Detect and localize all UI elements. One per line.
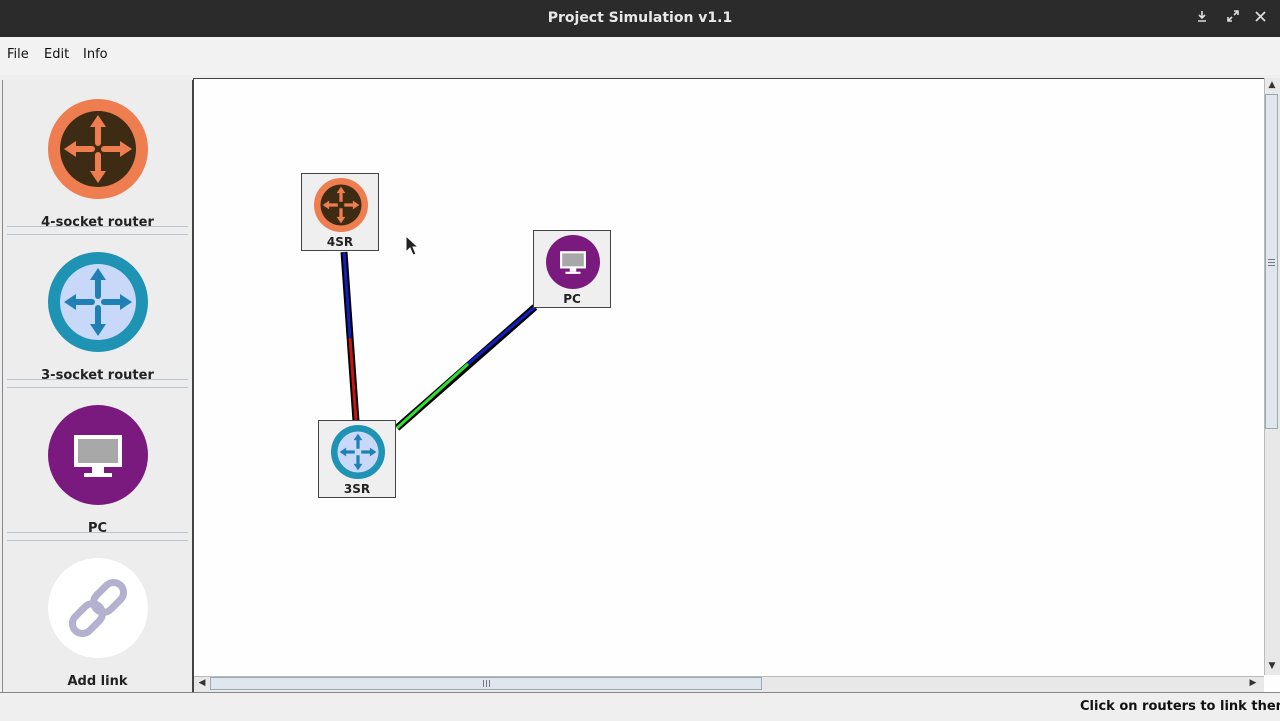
maximize-icon: [1227, 10, 1239, 22]
palette-item-add-link[interactable]: Add link: [3, 539, 192, 692]
status-bar: Click on routers to link them: [0, 692, 1280, 721]
node-label: 4SR: [326, 235, 354, 249]
palette-divider: [7, 532, 188, 533]
four-socket-router-icon: [314, 178, 368, 232]
minimize-icon: [1198, 11, 1206, 22]
menu-info[interactable]: Info: [83, 47, 108, 62]
minimize-button[interactable]: [1189, 0, 1215, 37]
three-socket-router-icon: [48, 252, 148, 352]
window-title: Project Simulation v1.1: [547, 10, 733, 26]
horizontal-scroll-thumb[interactable]: [210, 677, 762, 690]
palette-item-3-socket-router[interactable]: 3-socket router: [3, 233, 192, 386]
palette-divider: [7, 387, 188, 388]
close-button[interactable]: [1247, 0, 1273, 37]
link-4sr-3sr-segment-a[interactable]: [342, 251, 352, 339]
scroll-left-arrow-icon[interactable]: ◀: [198, 678, 206, 688]
link-pc-3sr-segment-b[interactable]: [395, 362, 470, 430]
scroll-down-arrow-icon[interactable]: ▼: [1268, 661, 1276, 671]
menu-file[interactable]: File: [7, 47, 29, 62]
close-icon: [1254, 11, 1266, 22]
palette-divider: [7, 540, 188, 541]
scroll-up-arrow-icon[interactable]: ▲: [1268, 80, 1276, 90]
node-4sr[interactable]: 4SR: [301, 173, 379, 251]
pc-icon: [546, 235, 600, 289]
node-3sr[interactable]: 3SR: [318, 420, 396, 498]
four-socket-router-icon: [48, 99, 148, 199]
link-4sr-3sr-segment-b[interactable]: [348, 337, 358, 422]
palette-label: Add link: [67, 674, 128, 689]
vertical-scroll-thumb[interactable]: [1265, 94, 1278, 429]
title-bar: Project Simulation v1.1: [0, 0, 1280, 37]
link-icon: [48, 558, 148, 658]
node-label: 3SR: [343, 482, 371, 496]
node-label: PC: [563, 292, 581, 306]
menu-bar: File Edit Info: [0, 37, 1280, 75]
palette-divider: [7, 234, 188, 235]
link-pc-3sr-segment-a[interactable]: [467, 305, 536, 366]
three-socket-router-icon: [331, 425, 385, 479]
palette-item-4-socket-router[interactable]: 4-socket router: [3, 80, 192, 233]
mouse-cursor-icon: [405, 235, 419, 256]
menu-edit[interactable]: Edit: [44, 47, 70, 62]
palette-item-pc[interactable]: PC: [3, 386, 192, 539]
palette-divider: [7, 379, 188, 380]
status-message: Click on routers to link them: [1080, 699, 1280, 714]
scroll-right-arrow-icon[interactable]: ▶: [1249, 678, 1257, 688]
maximize-button[interactable]: [1220, 0, 1246, 37]
pc-icon: [48, 405, 148, 505]
node-pc[interactable]: PC: [533, 230, 611, 308]
palette-divider: [7, 226, 188, 227]
